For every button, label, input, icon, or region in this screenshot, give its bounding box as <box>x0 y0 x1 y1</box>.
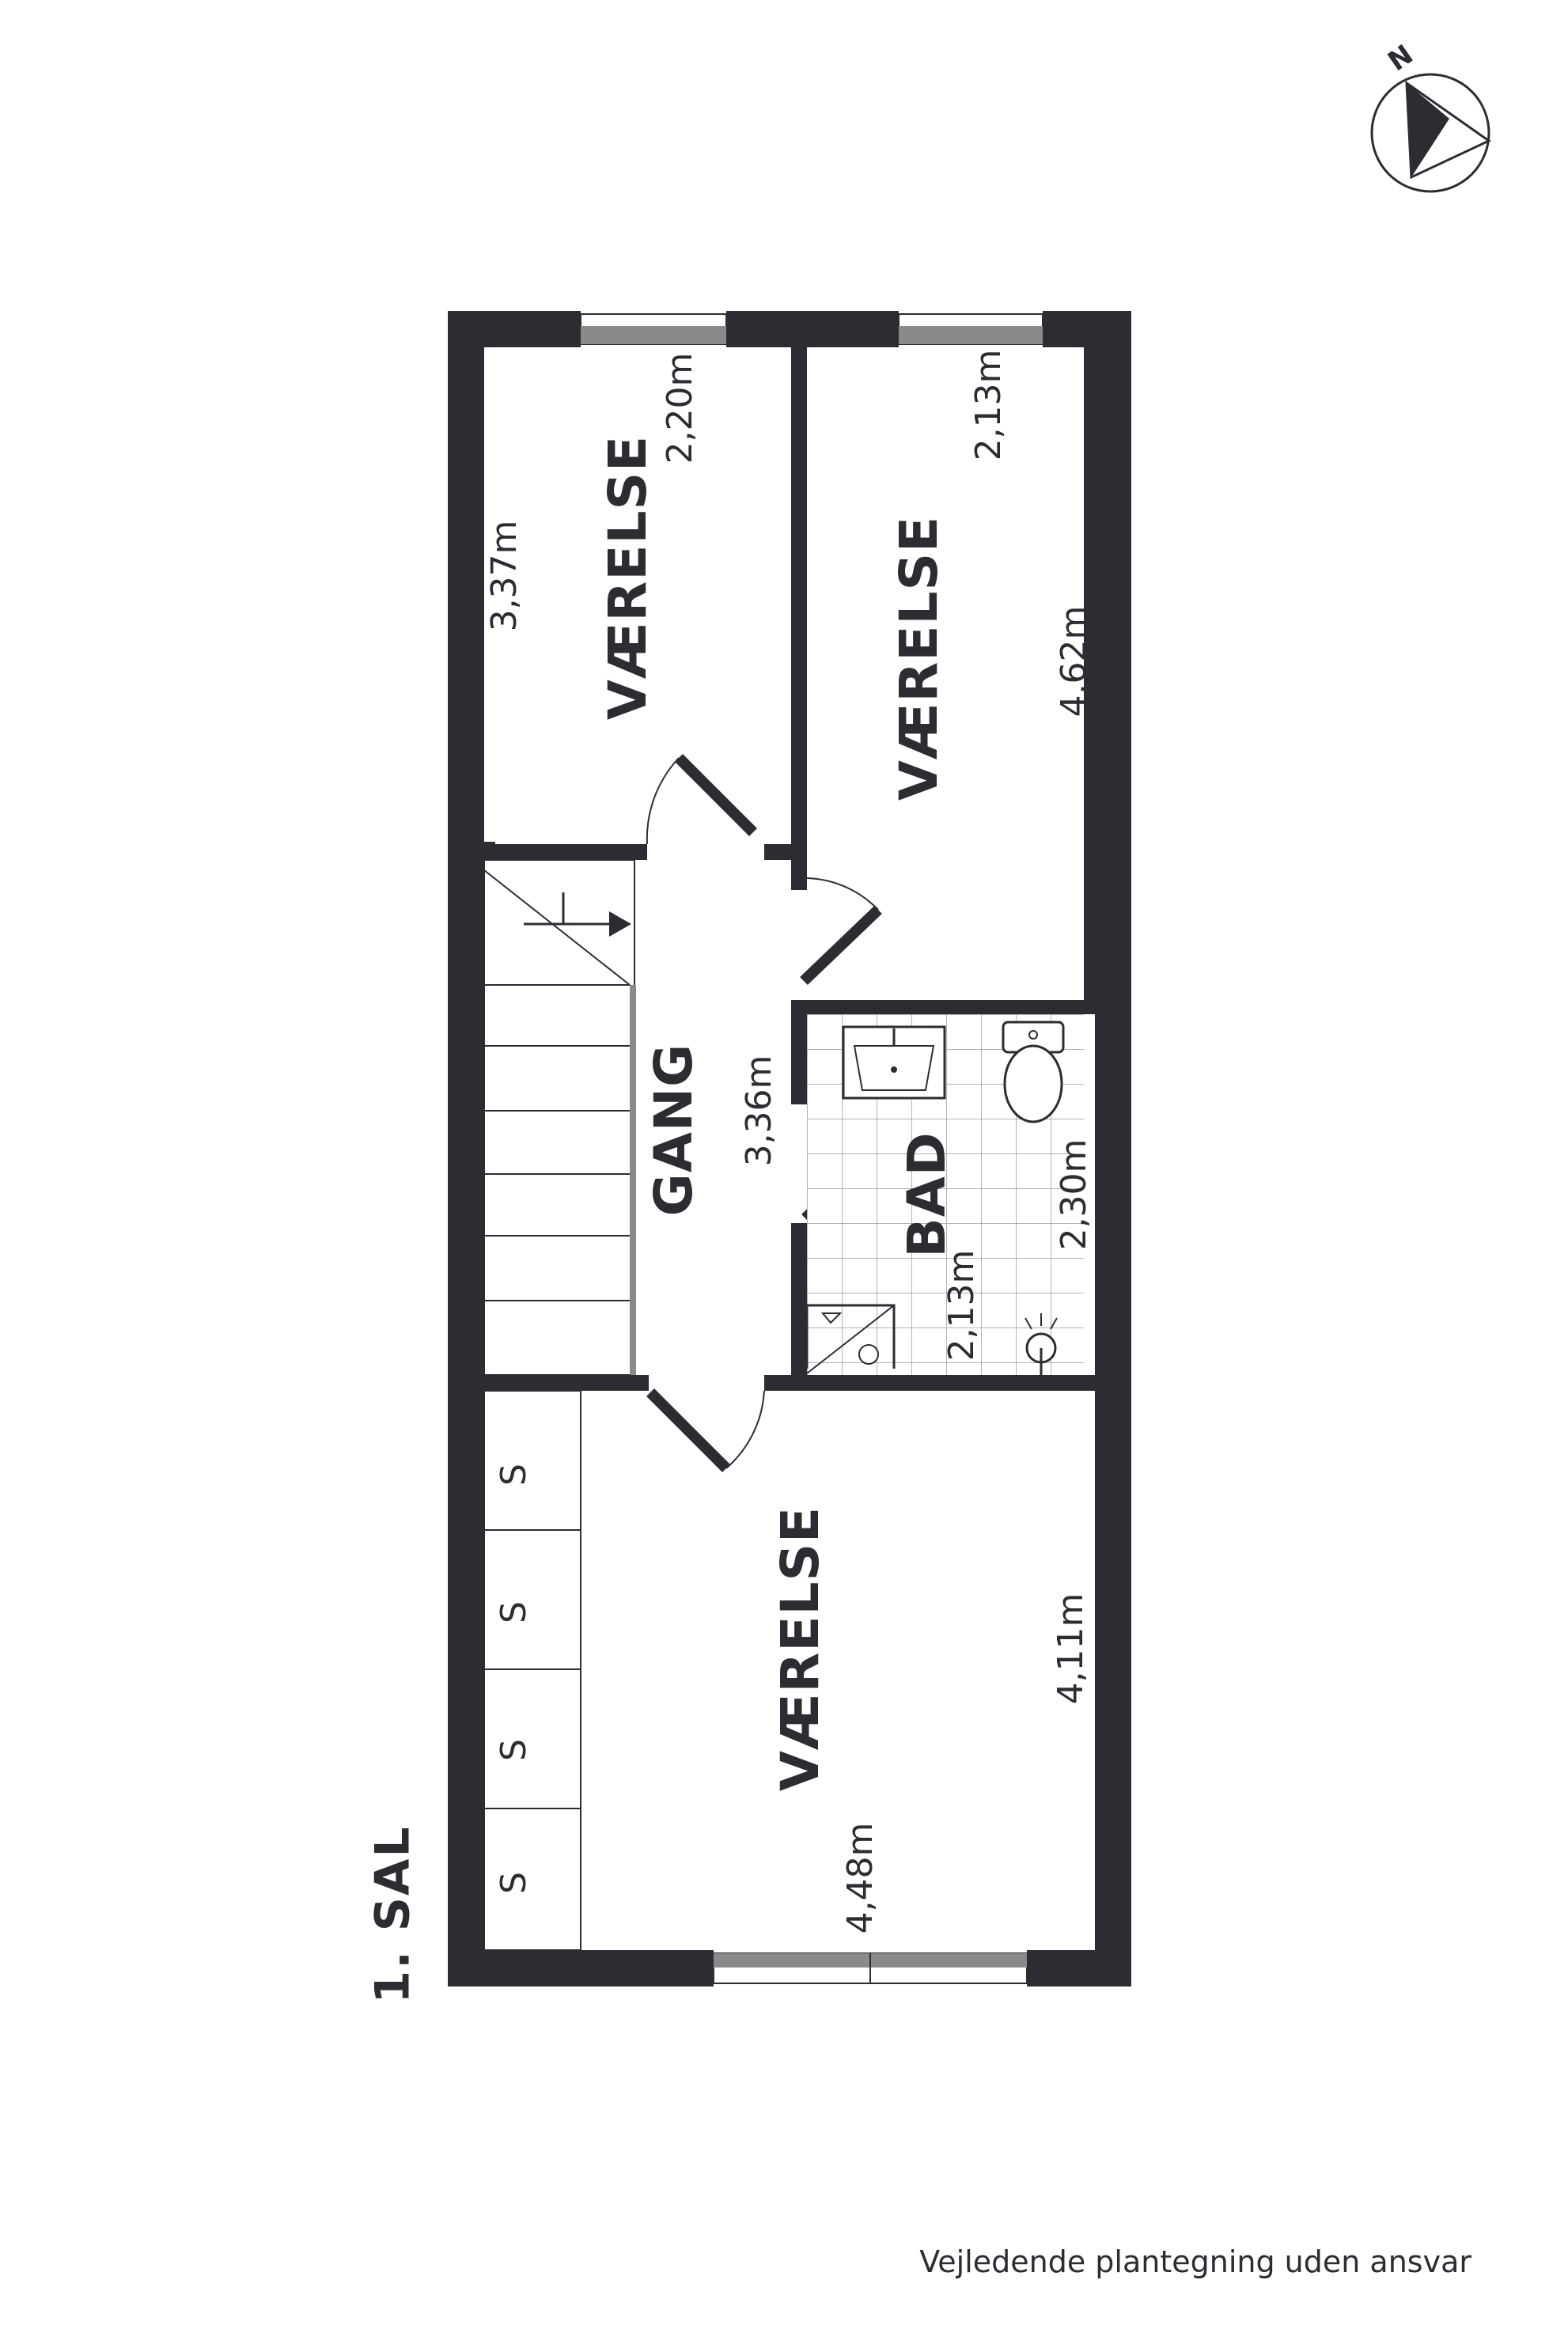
disclaimer-text: Vejledende plantegning uden ansvar <box>919 2244 1471 2279</box>
stair-arrow-head <box>609 911 631 937</box>
compass-ring <box>1370 73 1490 193</box>
wall-stub-left <box>484 842 495 850</box>
interior-walls <box>484 347 1095 1391</box>
dim-bedroom-bottom-depth: 4,11m <box>1051 1593 1091 1705</box>
sink-drain <box>891 1066 897 1073</box>
stair-outline <box>483 859 635 1376</box>
shower-head-icon <box>820 1312 843 1324</box>
floor-drain-ray <box>1050 1317 1058 1330</box>
door-swing-bedroom-bottom <box>725 1390 765 1469</box>
wall-gang-bath-a <box>791 1000 807 1104</box>
wall-bottom-a <box>448 1950 714 1987</box>
wardrobe-outline <box>483 1390 581 1951</box>
toilet-bowl <box>1003 1044 1063 1123</box>
dim-bathroom-length: 2,30m <box>1054 1139 1094 1251</box>
toilet <box>1002 1021 1065 1123</box>
room-name-bedroom-bottom: VÆRELSE <box>770 1506 831 1791</box>
stair-handrail <box>630 985 636 1375</box>
toilet-flush <box>1028 1030 1038 1040</box>
dim-bathroom-width: 2,13m <box>941 1250 982 1362</box>
outer-walls <box>448 311 1131 1987</box>
wall-gang-right-stub <box>791 844 807 890</box>
wall-right-inner <box>1084 347 1095 1013</box>
wall-right <box>1095 311 1131 1987</box>
wall-gang-bath-b <box>791 1223 807 1389</box>
floor-drain-ray <box>1025 1317 1032 1330</box>
door-leaf-bedroom-bottom <box>646 1388 730 1472</box>
dim-bedroom-top-right-depth: 4,62m <box>1054 606 1094 718</box>
wall-bath-bottom <box>764 1375 1095 1391</box>
stair-break-line <box>483 869 631 986</box>
floor-label: 1. SAL <box>365 1825 421 2003</box>
compass-arrow-fill <box>1407 83 1449 177</box>
wall-bedroom-bath <box>791 1000 1095 1014</box>
closet-mark: S <box>494 1872 534 1894</box>
wall-bottom-b <box>1027 1950 1131 1987</box>
room-name-gang: GANG <box>643 1043 704 1217</box>
sink <box>842 1025 946 1100</box>
dim-bedroom-top-left-width: 2,20m <box>660 353 700 464</box>
wall-top-b <box>726 311 899 347</box>
door-swing-bedroom-top-right <box>806 877 879 911</box>
floor-drain <box>1025 1313 1058 1375</box>
window-top-right-glass <box>899 326 1043 344</box>
staircase <box>483 859 636 1376</box>
dim-bedroom-bottom-width: 4,48m <box>840 1823 881 1934</box>
closet-mark: S <box>494 1601 534 1623</box>
dim-gang-length: 3,36m <box>739 1055 779 1167</box>
room-name-bathroom: BAD <box>896 1131 957 1257</box>
windows <box>580 313 1043 1984</box>
shower <box>805 1304 896 1374</box>
wall-stair-bottom <box>484 1375 649 1391</box>
dim-bedroom-top-right-width: 2,13m <box>968 350 1009 461</box>
door-swing-bedroom-top-left <box>646 757 680 845</box>
bathroom <box>805 1014 1084 1375</box>
wall-left <box>448 311 484 1987</box>
window-top-left-glass <box>581 326 726 344</box>
room-name-bedroom-top-right: VÆRELSE <box>888 516 949 801</box>
closet-mark: S <box>494 1464 534 1486</box>
shower-tray <box>805 1304 896 1369</box>
room-name-bedroom-top-left: VÆRELSE <box>597 435 658 720</box>
shower-drain <box>858 1344 879 1365</box>
wall-between-bedrooms <box>791 347 807 844</box>
compass: N <box>1370 39 1491 193</box>
wall-bedroom-stair <box>484 844 647 860</box>
dim-bedroom-top-left-depth: 3,37m <box>484 521 525 632</box>
wardrobe: S S S S <box>483 1390 581 1951</box>
compass-north-label: N <box>1382 39 1418 78</box>
door-leaf-bedroom-top-right <box>800 905 882 986</box>
shower-screen <box>806 1305 895 1374</box>
room-labels: VÆRELSE 2,20m 3,37m VÆRELSE 2,13m 4,62m … <box>484 350 1094 1934</box>
closet-mark: S <box>494 1739 534 1761</box>
door-leaf-bedroom-top-left <box>675 754 757 836</box>
